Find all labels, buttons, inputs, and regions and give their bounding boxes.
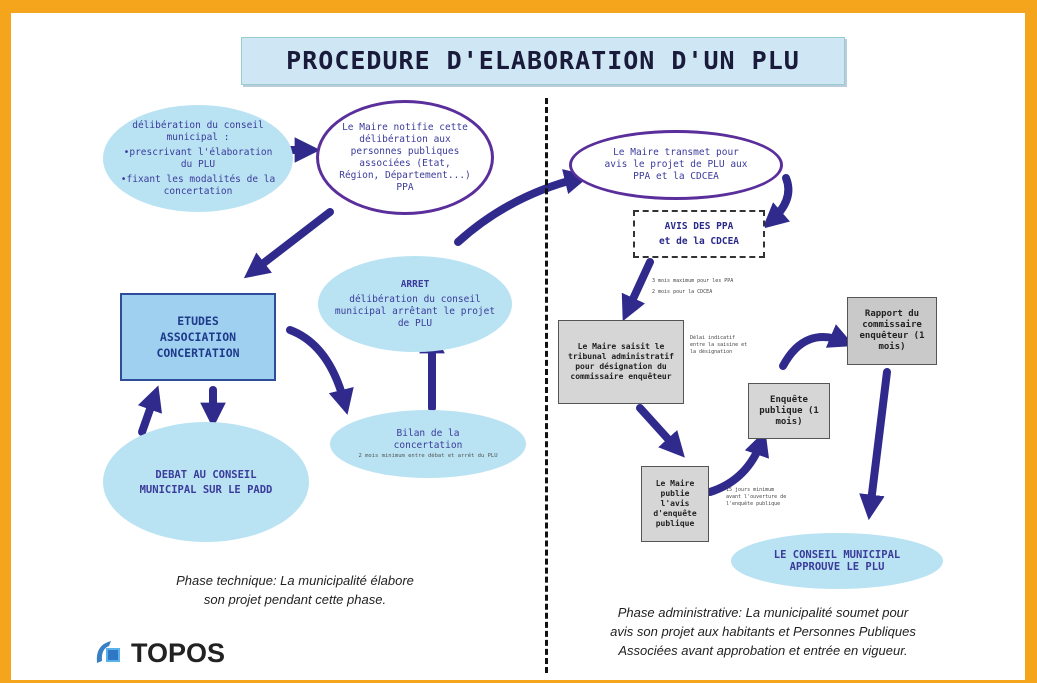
bilan-line-1: Bilan de la (396, 428, 460, 439)
debat-line-2: MUNICIPAL SUR LE PADD (139, 483, 273, 496)
studies-line-2: ASSOCIATION (159, 330, 237, 344)
avis-note-line-1: 3 mois maximum pour les PPA (652, 278, 734, 284)
publie-delay-note: 15 jours minimum avant l'ouverture de l'… (726, 487, 788, 508)
phase-left-line-2: son projet pendant cette phase. (203, 592, 387, 607)
avis-line-2: et de la CDCEA (658, 236, 740, 247)
transmet-bubble: Le Maire transmet pour avis le projet de… (569, 130, 783, 200)
topos-logo-icon (93, 637, 127, 669)
arrow-transmet-to-avis (762, 174, 793, 229)
publie-note-text: 15 jours minimum avant l'ouverture de l'… (726, 487, 787, 507)
publie-text: Le Maire publie l'avis d'enquête publiqu… (653, 479, 697, 528)
enquete-publique-box: Enquête publique (1 mois) (748, 383, 830, 439)
notify-text: Le Maire notifie cette délibération aux … (339, 121, 471, 193)
phase-divider (545, 98, 548, 673)
avis-line-1: AVIS DES PPA (664, 221, 734, 232)
deliberation-line-1: délibération du conseil municipal : (132, 119, 264, 143)
approuve-bubble: LE CONSEIL MUNICIPAL APPROUVE LE PLU (731, 533, 943, 589)
approuve-line-2: APPROUVE LE PLU (789, 561, 885, 573)
approuve-line-1: LE CONSEIL MUNICIPAL (773, 549, 901, 561)
saisit-text: Le Maire saisit le tribunal administrati… (568, 342, 674, 381)
arrow-rapport-to-approuve (859, 368, 891, 521)
phase-right-line-1: Phase administrative: La municipalité so… (617, 605, 909, 620)
phase-right-line-3: Associées avant approbation et entrée en… (618, 643, 908, 658)
saisit-note-text: Délai indicatif entre la saisine et la d… (690, 335, 748, 355)
notify-bubble: Le Maire notifie cette délibération aux … (316, 100, 494, 215)
topos-logo: TOPOS (93, 636, 225, 670)
arrow-saisit-to-publie (636, 404, 685, 458)
rapport-text: Rapport du commissaire enquêteur (1 mois… (859, 309, 925, 352)
bilan-line-2: concertation (393, 440, 463, 451)
phase-technique-note: Phase technique: La municipalité élabore… (130, 571, 460, 609)
topos-logo-text: TOPOS (131, 637, 226, 668)
studies-line-3: CONCERTATION (156, 346, 240, 360)
avis-delay-note: 3 mois maximum pour les PPA 2 mois pour … (652, 278, 733, 296)
arrow-notify-to-studies (243, 208, 334, 279)
phase-right-line-2: avis son projet aux habitants et Personn… (610, 624, 916, 639)
rapport-commissaire-box: Rapport du commissaire enquêteur (1 mois… (847, 297, 937, 365)
deliberation-bubble: délibération du conseil municipal : •pre… (103, 105, 293, 212)
avis-ppa-box: AVIS DES PPA et de la CDCEA (633, 210, 765, 258)
studies-box: ETUDES ASSOCIATION CONCERTATION (120, 293, 276, 381)
transmet-text: Le Maire transmet pour avis le projet de… (604, 147, 748, 182)
studies-line-1: ETUDES (177, 314, 219, 328)
debat-bubble: DEBAT AU CONSEIL MUNICIPAL SUR LE PADD (103, 422, 309, 542)
bilan-bubble: Bilan de la concertation 2 mois minimum … (330, 410, 526, 478)
saisit-tribunal-box: Le Maire saisit le tribunal administrati… (558, 320, 684, 404)
arrow-debat-to-studies (137, 385, 162, 436)
debat-line-1: DEBAT AU CONSEIL (155, 468, 257, 481)
arrow-studies-to-bilan (286, 326, 354, 415)
arret-bubble: ARRET délibération du conseil municipal … (318, 256, 512, 352)
bilan-note: 2 mois minimum entre débat et arrêt du P… (358, 453, 498, 459)
enquete-text: Enquête publique (1 mois) (759, 394, 819, 427)
publie-avis-box: Le Maire publie l'avis d'enquête publiqu… (641, 466, 709, 542)
phase-administrative-note: Phase administrative: La municipalité so… (558, 603, 968, 660)
saisit-delay-note: Délai indicatif entre la saisine et la d… (690, 335, 752, 356)
phase-left-line-1: Phase technique: La municipalité élabore (176, 573, 414, 588)
arrow-arret-to-transmet (454, 169, 590, 246)
deliberation-line-2: •prescrivant l'élaboration du PLU (123, 146, 273, 170)
arret-text: délibération du conseil municipal arrêta… (334, 293, 496, 329)
arret-heading: ARRET (400, 278, 430, 290)
arrow-enquete-to-rapport (779, 324, 855, 370)
arrow-avis-to-saisit (621, 258, 654, 322)
page-title: PROCEDURE D'ELABORATION D'UN PLU (241, 37, 845, 85)
arrow-publie-to-enquete (706, 430, 770, 496)
avis-note-line-2: 2 mois pour la CDCEA (652, 289, 713, 295)
deliberation-line-3: •fixant les modalités de la concertation (120, 173, 276, 197)
